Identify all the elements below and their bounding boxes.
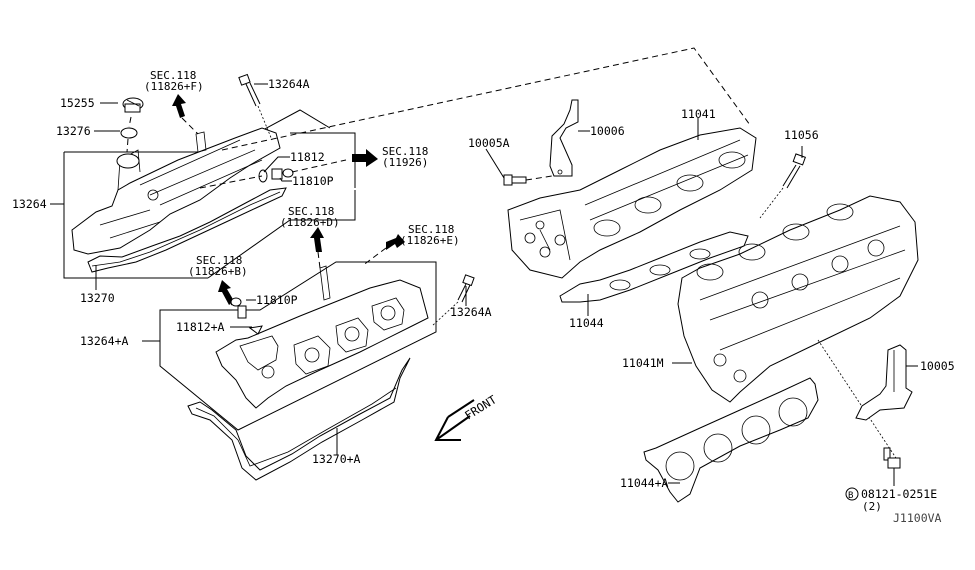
cover-bolt-top[interactable] (238, 73, 261, 107)
bracket-lower[interactable] (855, 344, 913, 421)
section-ref-code: (11826+F) (144, 80, 204, 93)
section-ref-11826f[interactable]: SEC.118 (11826+F) (144, 69, 204, 93)
label-bracket-lower[interactable]: 10005 (920, 359, 955, 373)
section-arrow-11926 (352, 149, 378, 167)
label-head-gasket[interactable]: 11044+A (620, 476, 669, 490)
section-ref-11826e[interactable]: SEC.118 (11826+E) (400, 223, 460, 247)
label-head-bolt[interactable]: 11056 (784, 128, 819, 142)
bolt-marker-circle-icon (845, 487, 859, 501)
section-ref-code: (11826+D) (280, 216, 340, 229)
leader-dash-top (221, 47, 751, 151)
label-cover-bolt-right[interactable]: 13264A (450, 305, 492, 319)
label-pcv-valve-left[interactable]: 11810P (292, 174, 334, 188)
rocker-cover-right-group (159, 261, 475, 481)
oil-cap-gasket[interactable] (120, 127, 138, 139)
section-ref-11826b[interactable]: SEC.118 (11826+B) (188, 254, 248, 278)
front-arrow-icon (434, 399, 475, 441)
pcv-valve-left[interactable] (271, 168, 294, 180)
section-ref-11926[interactable]: SEC.118 (11926) (382, 145, 428, 169)
section-ref-11826d[interactable]: SEC.118 (11826+D) (280, 205, 340, 229)
group-outline-right-cover (159, 261, 437, 431)
rocker-cover-gasket-left[interactable] (87, 187, 287, 273)
bracket-bolt-lower[interactable] (883, 447, 901, 469)
label-pcv-hose-right[interactable]: 11812+A (176, 320, 225, 334)
label-pcv-valve-right[interactable]: 11810P (256, 293, 298, 307)
section-references: SEC.118 (11826+F) SEC.118 (11926) SEC.11… (144, 69, 460, 278)
label-oil-cap[interactable]: 15255 (60, 96, 95, 110)
pcv-port-left (195, 131, 207, 153)
label-cover-bolt-top[interactable]: 13264A (268, 77, 310, 91)
leader-lines (50, 83, 918, 486)
label-rocker-cover-gasket-left[interactable]: 13270 (80, 291, 115, 305)
pcv-hose-right[interactable] (248, 325, 263, 335)
diagram-code: J1100VA (893, 511, 942, 525)
bolt-marker: B (848, 491, 853, 501)
rocker-cover-left-group (63, 73, 356, 279)
oil-filler-neck (116, 153, 140, 169)
section-ref-code: (11826+E) (400, 234, 460, 247)
cylinder-head-upper-group (221, 47, 806, 303)
bracket-bolt[interactable] (503, 174, 527, 186)
label-rocker-cover-gasket-right[interactable]: 13270+A (312, 452, 361, 466)
group-outline-right (290, 132, 356, 188)
label-rocker-cover-right[interactable]: 13264+A (80, 334, 129, 348)
label-cylinder-head-lower[interactable]: 11041M (622, 356, 664, 370)
pcv-valve-right[interactable] (230, 297, 247, 319)
oil-cap[interactable] (122, 97, 144, 113)
label-bracket-bolt-lower-qty: (2) (862, 500, 882, 513)
bracket-upper[interactable] (549, 99, 579, 177)
label-cylinder-head-upper[interactable]: 11041 (681, 107, 716, 121)
rocker-cover-left[interactable] (71, 127, 281, 255)
pcv-port-right (319, 265, 331, 301)
section-ref-title: SEC.118 (196, 254, 242, 267)
rocker-cover-right[interactable] (215, 279, 429, 409)
rocker-cover-gasket-right[interactable] (187, 357, 411, 481)
head-gasket[interactable] (643, 377, 819, 503)
section-ref-title: SEC.118 (382, 145, 428, 158)
section-ref-title: SEC.118 (150, 69, 196, 82)
front-indicator: FRONT (434, 392, 499, 441)
label-bracket-bolt-lower[interactable]: 08121-0251E (861, 487, 937, 501)
label-pcv-hose-left[interactable]: 11812 (290, 150, 325, 164)
intake-gasket[interactable] (559, 231, 749, 303)
section-arrow-11826e (361, 234, 405, 267)
section-arrow-11826f (172, 94, 199, 135)
label-cap-gasket[interactable]: 13276 (56, 124, 91, 138)
front-label: FRONT (462, 392, 499, 422)
group-outline-bottom (207, 190, 356, 279)
section-ref-title: SEC.118 (288, 205, 334, 218)
section-ref-code: (11926) (382, 156, 428, 169)
section-ref-title: SEC.118 (408, 223, 454, 236)
section-arrow-11826d (310, 227, 324, 269)
group-bracket-left (63, 152, 208, 279)
section-ref-code: (11826+B) (188, 265, 248, 278)
label-intake-gasket[interactable]: 11044 (569, 316, 604, 330)
cylinder-head-lower-group (643, 195, 919, 503)
head-bolt[interactable] (782, 153, 806, 189)
part-labels: 15255 13276 13264 13270 13264A 11812 118… (12, 77, 955, 525)
label-rocker-cover-left[interactable]: 13264 (12, 197, 47, 211)
label-bracket-upper[interactable]: 10006 (590, 124, 625, 138)
pcv-hose-left[interactable] (258, 169, 268, 183)
cylinder-head-lower[interactable] (677, 195, 919, 403)
label-bracket-bolt[interactable]: 10005A (468, 136, 510, 150)
label-bracket-bolt-lower-group[interactable]: B 08121-0251E (2) (845, 487, 937, 513)
